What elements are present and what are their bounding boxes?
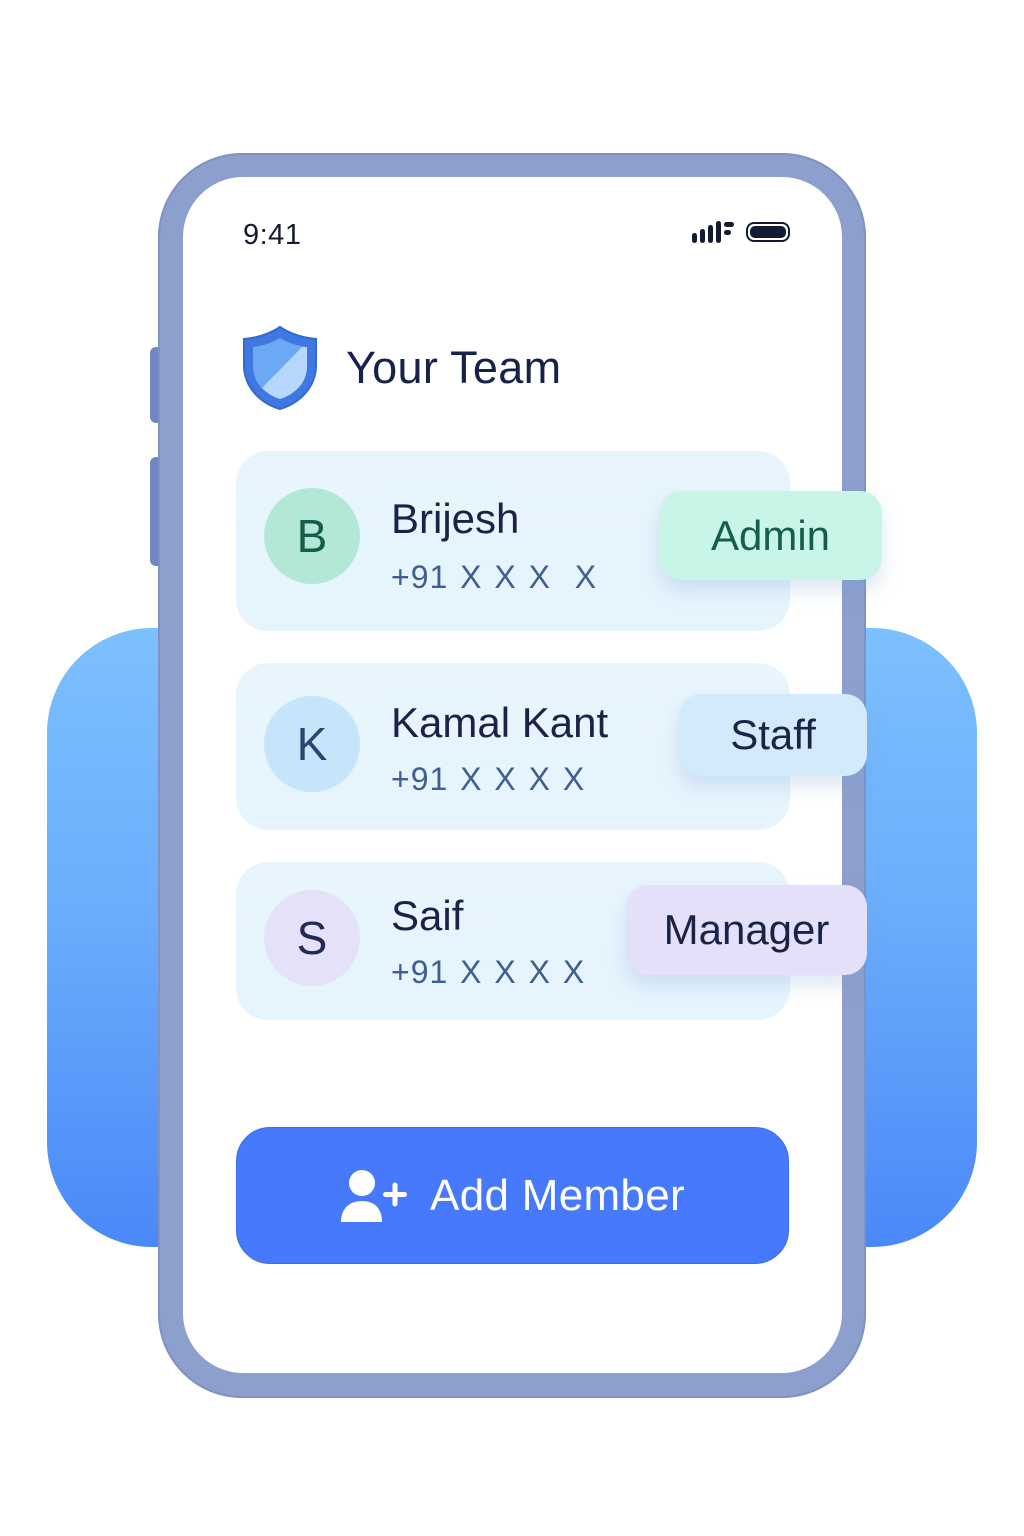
status-time: 9:41	[243, 219, 302, 251]
shield-icon	[243, 325, 317, 411]
avatar: S	[264, 890, 360, 986]
page-title: Your Team	[346, 342, 562, 393]
status-icons	[692, 221, 790, 243]
member-name: Saif	[391, 892, 464, 939]
member-phone: +91 X X X X	[391, 954, 586, 990]
battery-icon	[746, 222, 790, 242]
phone-frame: 9:41 Your Team B Brijesh +91 X X X X	[158, 153, 882, 1398]
phone-screen: 9:41 Your Team B Brijesh +91 X X X X	[183, 177, 882, 1373]
role-badge-manager[interactable]: Manager	[626, 885, 867, 975]
add-member-button[interactable]: Add Member	[236, 1127, 789, 1264]
member-phone: +91 X X X X	[391, 559, 598, 595]
role-badge-staff[interactable]: Staff	[679, 694, 867, 776]
add-member-label: Add Member	[430, 1170, 685, 1220]
user-plus-icon	[341, 1169, 408, 1222]
role-badge-admin[interactable]: Admin	[659, 491, 882, 580]
avatar: K	[264, 696, 360, 792]
member-phone: +91 X X X X	[391, 761, 586, 797]
member-name: Kamal Kant	[391, 699, 609, 746]
signal-icon	[692, 221, 734, 243]
member-name: Brijesh	[391, 495, 520, 542]
avatar: B	[264, 488, 360, 584]
page-header: Your Team	[240, 325, 561, 411]
